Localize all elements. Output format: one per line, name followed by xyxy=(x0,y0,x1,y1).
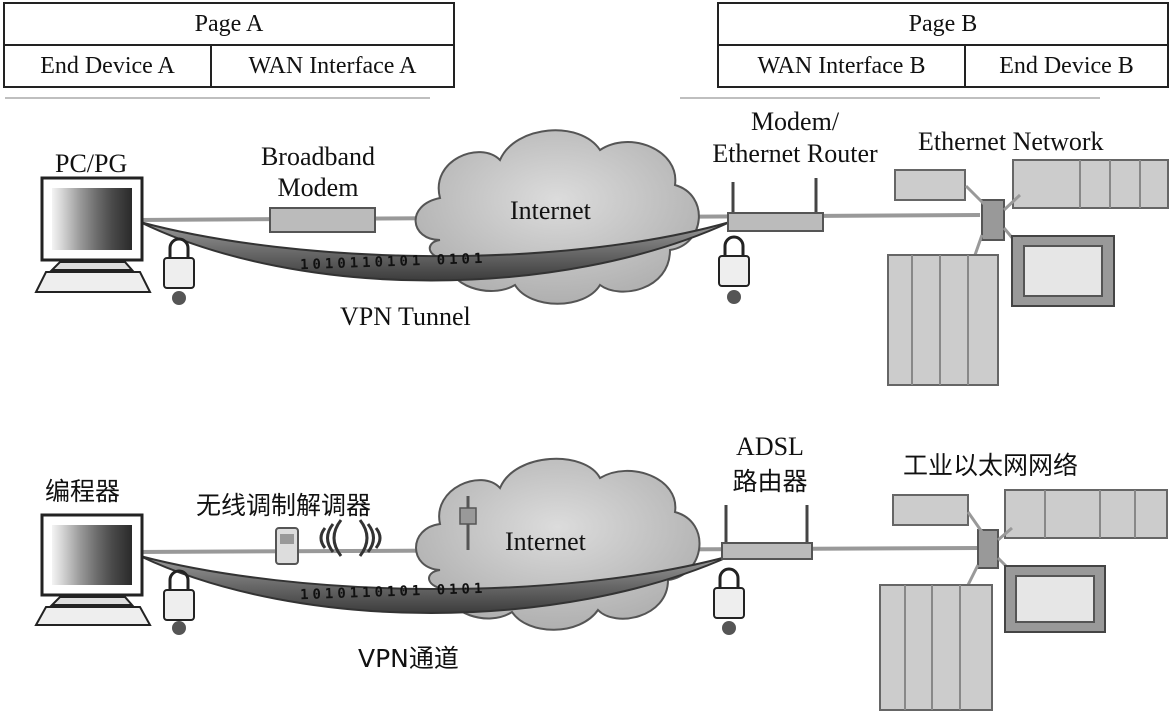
wireless-antenna-icon xyxy=(459,496,477,550)
page-b-table: Page B WAN Interface B End Device B xyxy=(717,2,1169,88)
top-router-label-line1: Modem/ xyxy=(750,107,840,136)
bottom-router-label-line2: 路由器 xyxy=(732,467,808,496)
top-internet-label: Internet xyxy=(510,196,591,225)
top-ethernet-devices xyxy=(887,159,1169,386)
top-tunnel-label: VPN Tunnel xyxy=(340,302,471,331)
bottom-lock-left-icon xyxy=(163,569,195,635)
top-network-label: Ethernet Network xyxy=(918,127,1104,156)
broadband-modem-icon xyxy=(269,207,376,233)
bottom-tunnel-label: VPN通道 xyxy=(358,644,459,673)
page-a-title: Page A xyxy=(3,2,455,46)
bottom-pc-label: 编程器 xyxy=(45,477,121,506)
end-device-b-cell: End Device B xyxy=(964,44,1169,88)
wan-interface-a-cell: WAN Interface A xyxy=(210,44,455,88)
wireless-signal-icon xyxy=(319,519,382,557)
end-device-a-cell: End Device A xyxy=(3,44,212,88)
top-modem-label-line1: Broadband xyxy=(260,142,376,171)
bottom-pc-icon xyxy=(34,513,152,626)
bottom-internet-label: Internet xyxy=(505,527,586,556)
top-modem-label-line2: Modem xyxy=(277,173,359,202)
bottom-lock-right-icon xyxy=(713,567,745,635)
top-pc-icon xyxy=(34,176,152,293)
top-router-icon xyxy=(727,178,824,232)
bottom-ethernet-devices xyxy=(879,489,1168,711)
page-a-table: Page A End Device A WAN Interface A xyxy=(3,2,455,88)
wan-interface-b-cell: WAN Interface B xyxy=(717,44,966,88)
bottom-modem-label: 无线调制解调器 xyxy=(196,491,372,520)
adsl-router-icon xyxy=(721,505,813,560)
top-router-label-line2: Ethernet Router xyxy=(712,139,878,168)
top-lock-right-icon xyxy=(718,235,750,304)
top-lock-left-icon xyxy=(163,237,195,305)
bottom-router-label-line1: ADSL xyxy=(736,432,804,461)
page-b-title: Page B xyxy=(717,2,1169,46)
top-pc-label: PC/PG xyxy=(55,149,128,178)
wireless-modem-icon xyxy=(275,527,299,565)
bottom-network-label: 工业以太网网络 xyxy=(903,451,1079,480)
